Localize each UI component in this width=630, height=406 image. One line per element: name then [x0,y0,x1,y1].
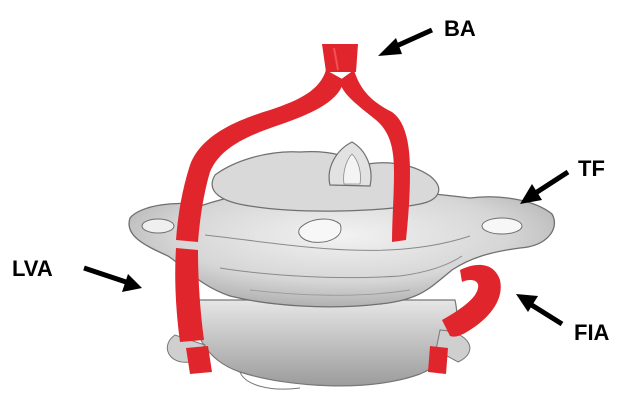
arrow-fia [516,294,562,324]
arrow-lva [84,268,142,292]
label-ba: BA [444,18,476,40]
label-tf: TF [578,158,605,180]
arrow-ba [378,30,432,56]
label-lva: LVA [12,258,53,280]
arrow-tf [520,172,568,204]
label-fia: FIA [574,322,609,344]
vertebra-lower [167,300,470,389]
